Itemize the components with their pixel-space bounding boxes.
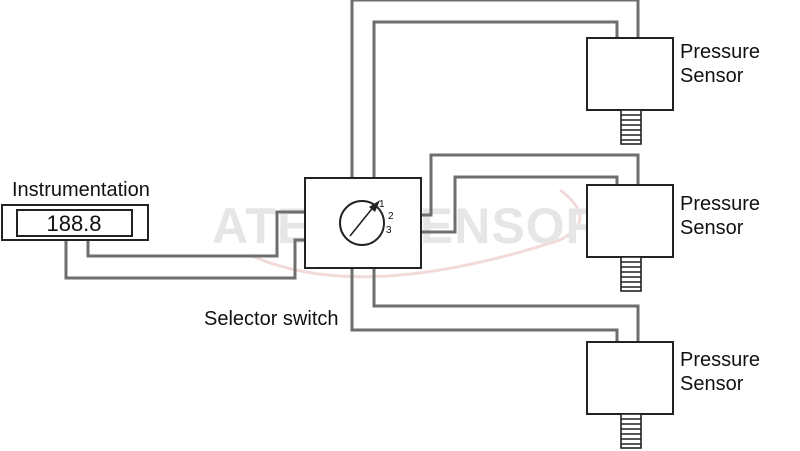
selector-switch-label: Selector switch xyxy=(204,308,339,330)
wire-sensor-3-inner xyxy=(372,268,640,342)
sensor-3-thread-lines xyxy=(621,418,641,445)
wires-selector-to-sensor-1 xyxy=(350,0,640,178)
pressure-sensor-3: Pressure Sensor xyxy=(586,341,760,449)
sensor-1-label-line1: Pressure xyxy=(680,41,760,63)
sensor-2-label-line1: Pressure xyxy=(680,193,760,215)
instrumentation-reading: 188.8 xyxy=(46,211,101,236)
wire-sensor-1-inner xyxy=(372,20,619,178)
pressure-sensor-2: Pressure Sensor xyxy=(586,184,760,292)
sensor-2-label-line2: Sensor xyxy=(680,217,744,239)
wire-instrument-a xyxy=(86,210,305,258)
sensor-1-body xyxy=(586,37,674,111)
sensor-1-thread-lines xyxy=(621,114,641,141)
selector-needle xyxy=(349,204,376,237)
wire-sensor-1-outer xyxy=(350,0,640,178)
sensor-3-body xyxy=(586,341,674,415)
selector-position-1: 1 xyxy=(379,199,385,210)
instrumentation-label: Instrumentation xyxy=(12,179,150,201)
selector-position-2: 2 xyxy=(388,211,394,222)
instrumentation-display xyxy=(16,209,133,237)
selector-dial xyxy=(339,200,385,246)
selector-position-3: 3 xyxy=(386,225,392,236)
wire-sensor-3-outer xyxy=(350,268,619,342)
wire-sensor-2-outer xyxy=(421,153,640,217)
wires-selector-to-sensor-3 xyxy=(350,268,640,342)
sensor-2-body xyxy=(586,184,674,258)
wires-instrument-to-selector xyxy=(64,210,305,280)
sensor-3-label-line2: Sensor xyxy=(680,373,744,395)
pressure-sensor-1: Pressure Sensor xyxy=(586,37,760,145)
wires-selector-to-sensor-2 xyxy=(421,153,640,234)
wire-sensor-2-inner xyxy=(421,175,619,234)
sensor-2-thread-lines xyxy=(621,261,641,288)
wire-instrument-b xyxy=(64,238,305,280)
selector-needle-arrow-icon xyxy=(369,200,380,212)
sensor-1-label-line2: Sensor xyxy=(680,65,744,87)
selector-switch: 1 2 3 Selector switch xyxy=(204,177,422,330)
instrumentation: Instrumentation 188.8 xyxy=(1,179,150,241)
sensor-3-label-line1: Pressure xyxy=(680,349,760,371)
